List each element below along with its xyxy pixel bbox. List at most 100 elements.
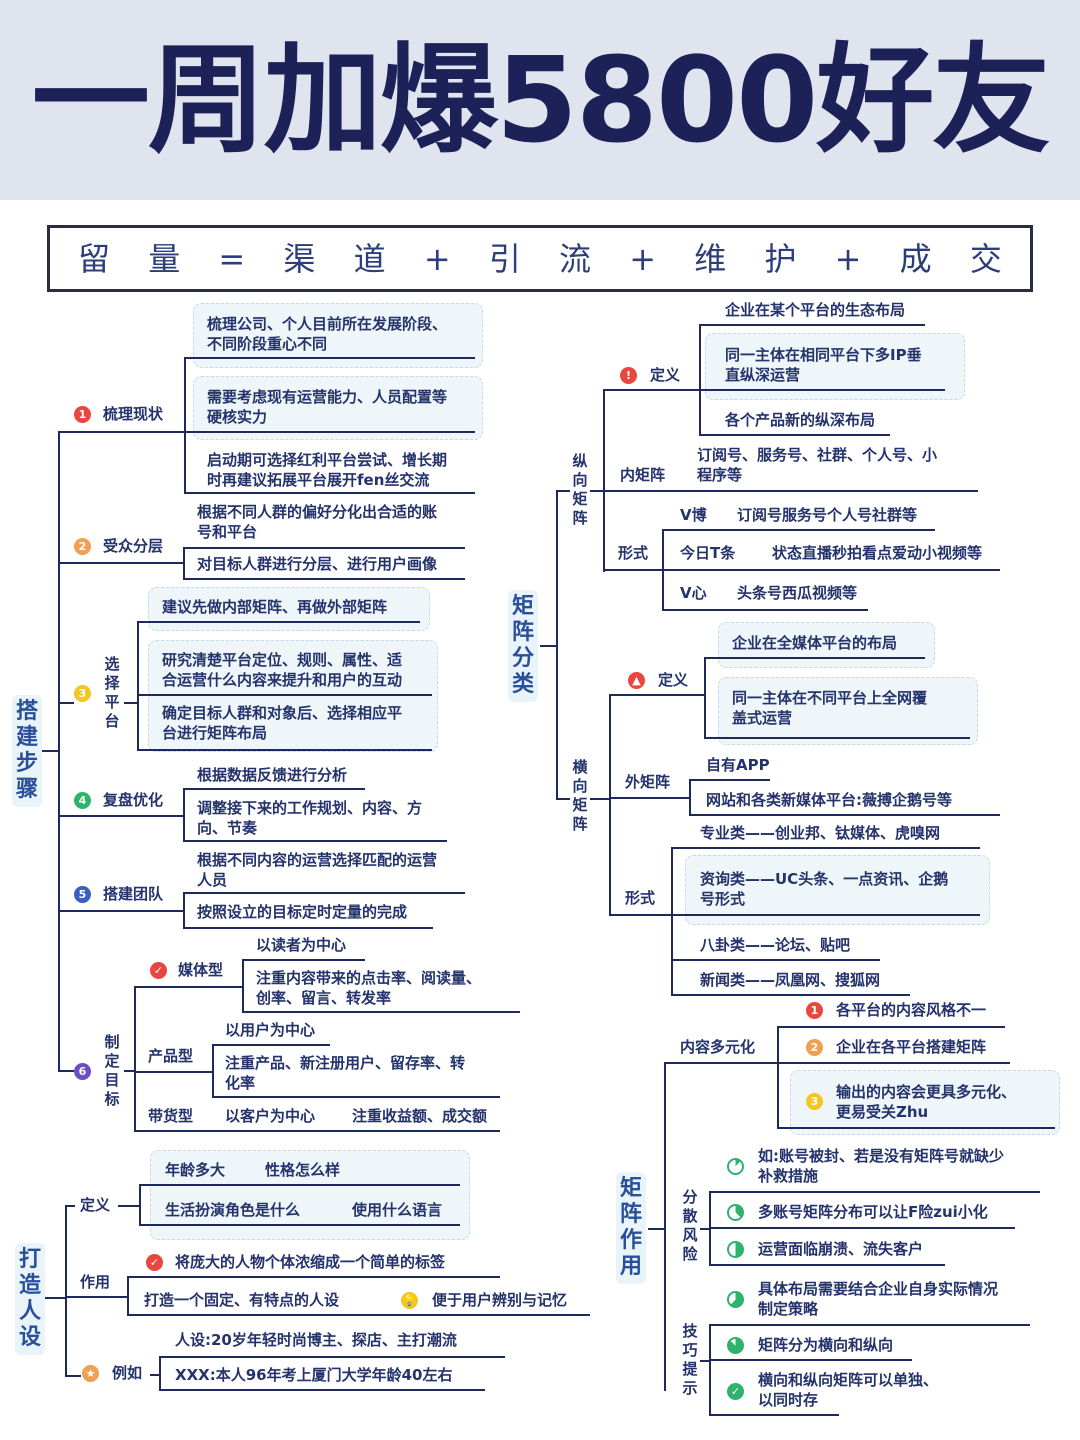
target-icon: ✓ [150, 962, 167, 979]
formula-token: 维 [694, 239, 727, 278]
leaf-text: 调整接下来的工作规划、内容、方向、节奏 [197, 799, 423, 837]
connector [709, 1359, 912, 1361]
leaf-text: 企业在某个平台的生态布局 [725, 301, 906, 319]
connector [184, 492, 475, 494]
formula-token: 护 [764, 239, 797, 278]
leaf-text: 订阅号、服务号、社群、个人号、小程序等 [697, 446, 938, 484]
connector [183, 547, 465, 549]
connector [699, 389, 945, 391]
check-circle-icon: ✓ [727, 1383, 744, 1400]
highlight-box [790, 1070, 1060, 1135]
leaf-text: 以读者为中心 [256, 936, 347, 954]
connector [556, 490, 558, 800]
connector [183, 927, 433, 929]
connector [671, 914, 980, 916]
connector [137, 694, 432, 696]
sub-label: 内容多元化 [680, 1038, 756, 1056]
leaf-text: 矩阵分为横向和纵向 [758, 1336, 894, 1354]
leaf-text: 如:账号被封、若是没有矩阵号就缺少补救措施 [758, 1147, 1005, 1185]
leaf-text: 企业在各平台搭建矩阵 [836, 1038, 987, 1056]
connector [65, 1205, 75, 1207]
step-label: 受众分层 [103, 537, 164, 555]
root-matrix-types: 矩阵分类 [508, 590, 538, 702]
leaf-text: 确定目标人群和对象后、选择相应平台进行矩阵布局 [162, 704, 403, 742]
leaf-key: V心 [680, 584, 707, 602]
connector [159, 1357, 161, 1391]
formula-token: = [218, 239, 246, 278]
connector [58, 815, 184, 817]
formula-token: 道 [353, 239, 386, 278]
connector [540, 645, 557, 647]
leaf-text: 同一主体在不同平台上全网覆盖式运营 [732, 689, 928, 727]
connector [137, 621, 420, 623]
formula-token: 成 [899, 239, 932, 278]
formula-token: + [629, 239, 657, 278]
connector [65, 1205, 67, 1377]
number-5-icon: 5 [74, 886, 91, 903]
connector [184, 358, 186, 494]
leaf-text: 以客户为中心 [225, 1107, 316, 1125]
connector [183, 840, 447, 842]
connector [58, 431, 185, 433]
leaf-text: XXX:本人96年考上厦门大学年龄40左右 [175, 1366, 453, 1384]
connector [58, 910, 184, 912]
formula-token: 留 [78, 239, 111, 278]
connector [242, 959, 365, 961]
leaf-text: 需要考虑现有运营能力、人员配置等硬核实力 [207, 388, 448, 426]
connector [700, 1360, 710, 1362]
connector [134, 987, 136, 1132]
number-3-icon: 3 [74, 685, 91, 702]
leaf-text: 性格怎么样 [265, 1161, 341, 1179]
connector [124, 702, 138, 704]
connector [58, 432, 60, 1072]
connector [590, 798, 610, 800]
step-label: 梳理现状 [103, 405, 164, 423]
leaf-text: 启动期可选择红利平台尝试、增长期时再建议拓展平台展开fen丝交流 [207, 451, 448, 489]
connector [134, 986, 243, 988]
connector [777, 1127, 1055, 1129]
leaf-text: 打造一个固定、有特点的人设 [144, 1291, 340, 1309]
connector [709, 1325, 711, 1416]
highlight-box [193, 376, 483, 440]
sub-label: 内矩阵 [620, 466, 666, 484]
connector [671, 847, 980, 849]
branch-label: 横向矩阵 [572, 758, 588, 833]
leaf-text: 生活扮演角色是什么 [165, 1201, 301, 1219]
connector [603, 569, 1000, 571]
connector [709, 1191, 1040, 1193]
connector [671, 848, 673, 996]
connector [242, 960, 244, 1013]
sub-label: 技巧提示 [682, 1322, 698, 1397]
connector [127, 1314, 590, 1316]
step-label: 复盘优化 [103, 791, 164, 809]
root-persona: 打造人设 [15, 1243, 45, 1355]
formula-token: 流 [559, 239, 592, 278]
step-label: 制定目标 [104, 1033, 120, 1108]
connector [134, 1130, 500, 1132]
leaf-text: 将庞大的人物个体浓缩成一个简单的标签 [175, 1253, 446, 1271]
leaf-text: 具体布局需要结合企业自身实际情况制定策略 [758, 1280, 999, 1318]
connector [700, 1228, 710, 1230]
connector [699, 325, 701, 436]
leaf-text: 输出的内容会更具多元化、更易受关Zhu [836, 1083, 1017, 1121]
connector [609, 695, 611, 916]
connector [709, 1227, 1015, 1229]
leaf-text: 梳理公司、个人目前所在发展阶段、不同阶段重心不同 [207, 315, 448, 353]
connector [777, 1062, 1010, 1064]
connector [183, 789, 185, 841]
star-icon: ★ [82, 1365, 99, 1382]
connector [689, 814, 1000, 816]
connector [137, 622, 139, 751]
connector [139, 1185, 141, 1226]
connector [671, 959, 880, 961]
connector [662, 609, 868, 611]
progress-pie-icon [727, 1158, 744, 1175]
highlight-box [718, 622, 935, 668]
leaf-text: 对目标人群进行分层、进行用户画像 [197, 555, 438, 573]
number-2-icon: 2 [806, 1039, 823, 1056]
number-2-icon: 2 [74, 538, 91, 555]
formula-token: + [834, 239, 862, 278]
formula-token: + [423, 239, 451, 278]
highlight-box [148, 640, 438, 752]
sub-label: 定义 [650, 366, 681, 384]
